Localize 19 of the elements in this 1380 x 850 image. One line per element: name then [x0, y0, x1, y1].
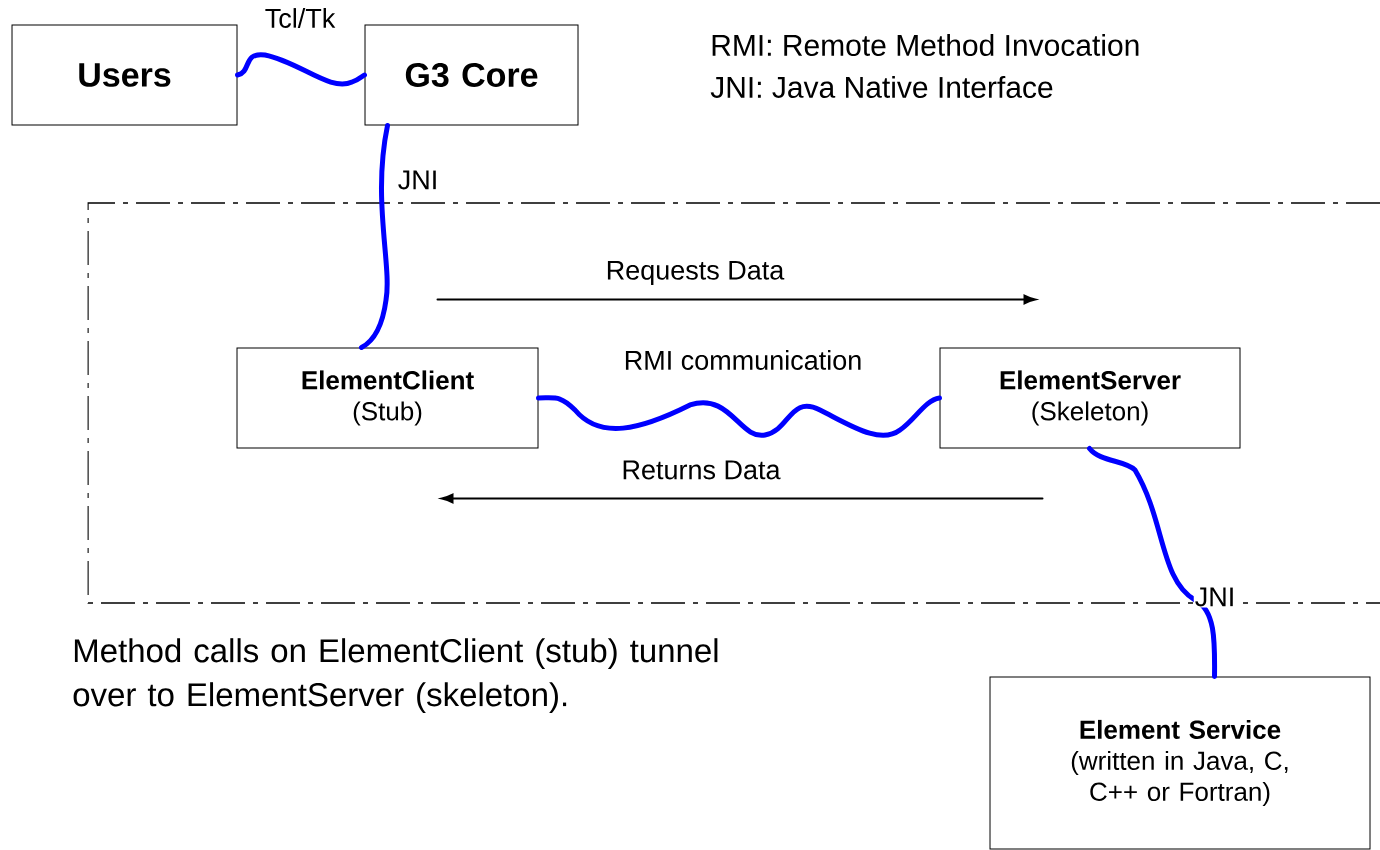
arrow — [436, 294, 1037, 305]
edge-label: Returns Data — [620, 459, 782, 481]
edge-label: Requests Data — [604, 259, 786, 287]
note-text: RMI: Remote Method Invocation — [712, 34, 1139, 56]
wavy-connector — [359, 123, 390, 350]
process-box: ElementServer (Skeleton) — [939, 347, 1241, 449]
edge-label: JNI — [396, 169, 440, 191]
edge-label: JNI — [1193, 586, 1237, 608]
note-text: Method calls on ElementClient (stub) tunnel over to ElementServer (skeleton). — [73, 638, 718, 713]
process-box: ElementClient (Stub) — [236, 347, 539, 449]
process-box: Users — [11, 24, 238, 126]
edge-label: Tcl/Tk — [263, 7, 337, 29]
edge-label: RMI communication — [622, 349, 864, 371]
wavy-connector — [235, 52, 367, 87]
wavy-connector — [536, 395, 942, 438]
process-box: G3 Core — [364, 24, 579, 126]
process-box: Element Service (written in Java, C, C++ or Fortran) — [989, 676, 1371, 850]
note-text: JNI: Java Native Interface — [710, 76, 1053, 98]
wavy-connector — [1087, 446, 1218, 679]
